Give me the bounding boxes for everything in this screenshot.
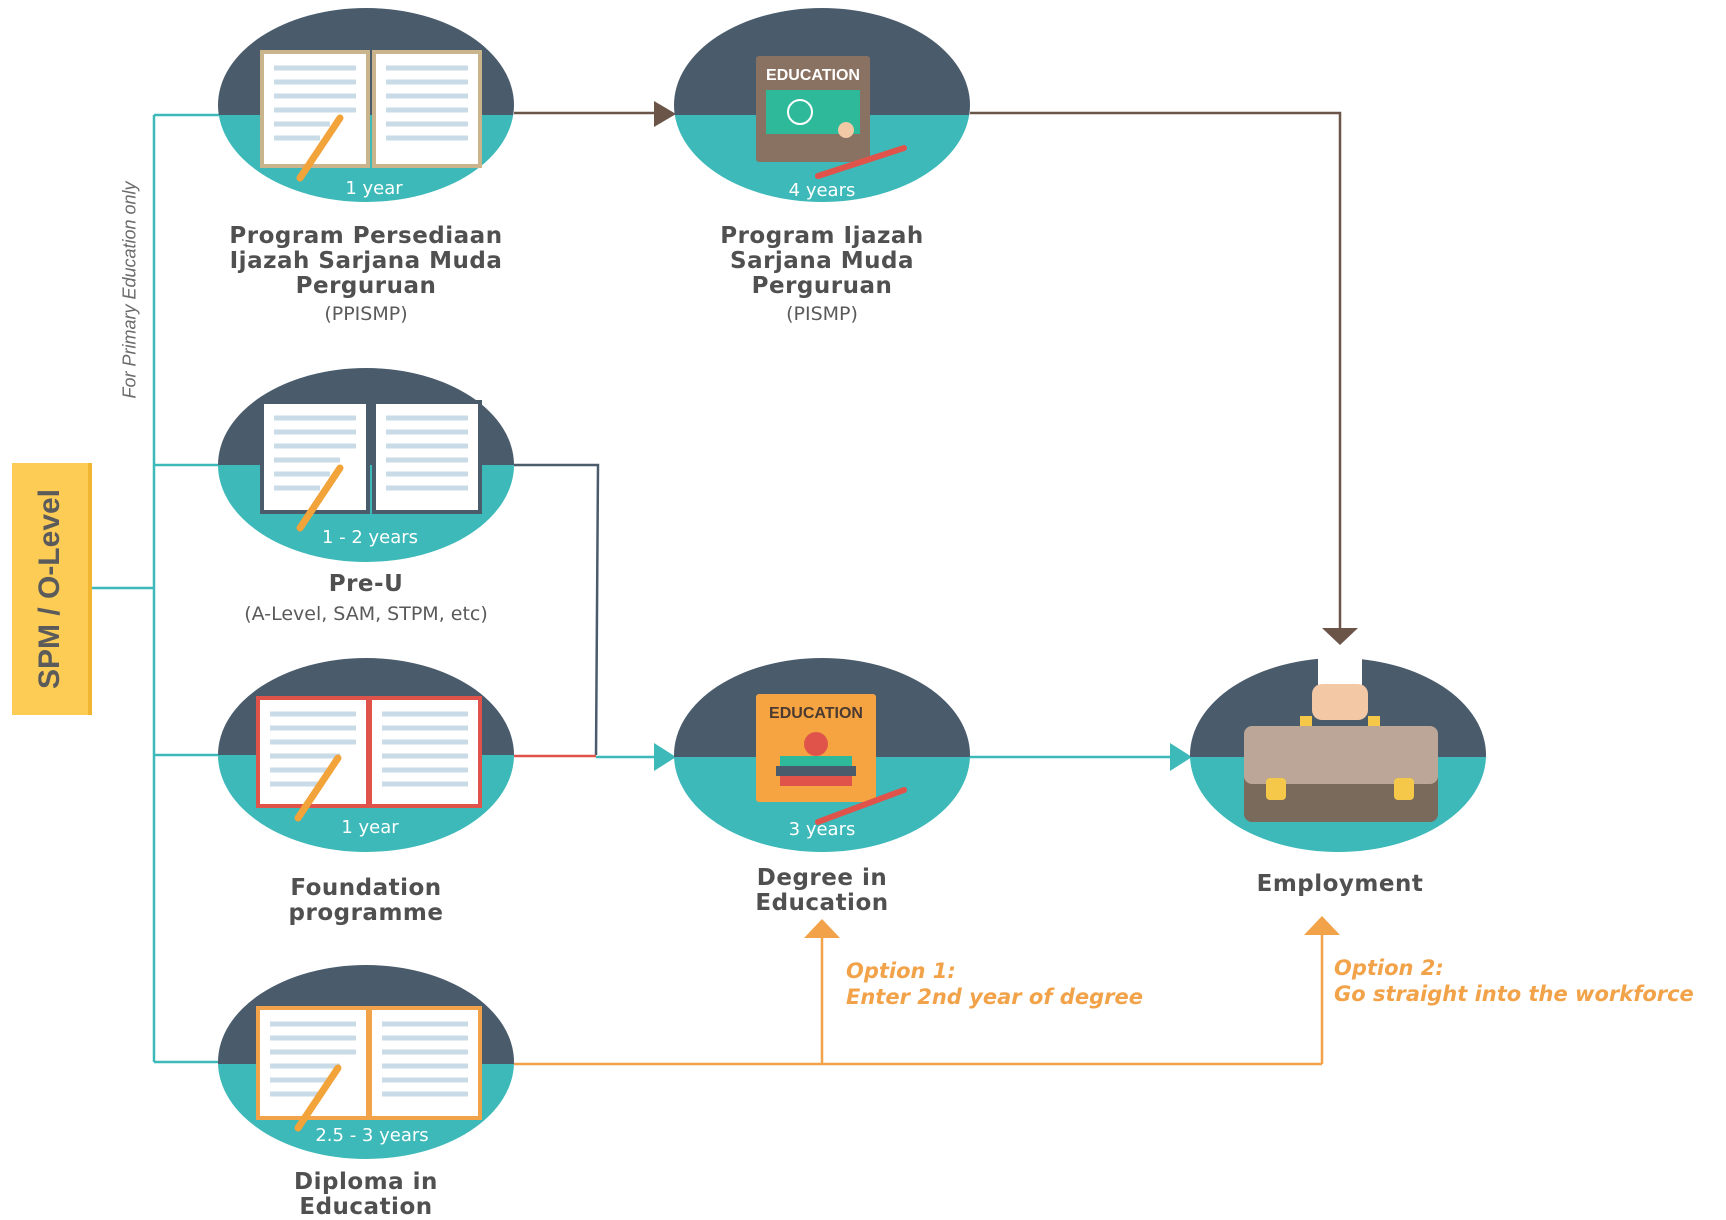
- arrow-to-pismp: [654, 101, 676, 127]
- employment-title: Employment: [1256, 871, 1424, 897]
- option1-arrowhead: [804, 919, 840, 938]
- pismp-book-cover-label: EDUCATION: [766, 67, 860, 84]
- side-note-label: For Primary Education only: [119, 181, 140, 399]
- node-foundation-label: Foundation programme: [196, 876, 536, 926]
- option1-description: Enter 2nd year of degree: [846, 985, 1143, 1009]
- education-book-icon: EDUCATION: [756, 56, 907, 179]
- diploma-title-line: Diploma in: [294, 1169, 438, 1195]
- arrow-to-employment-top: [1322, 628, 1358, 645]
- arrow-to-employment-left: [1170, 743, 1192, 771]
- node-degree-label: Degree in Education: [652, 866, 992, 916]
- node-preu-label: Pre-U (A-Level, SAM, STPM, etc): [196, 571, 536, 626]
- option2-arrowhead: [1304, 916, 1340, 935]
- node-pismp-label: Program Ijazah Sarjana Muda Perguruan (P…: [652, 223, 992, 326]
- education-book-icon: EDUCATION: [756, 694, 907, 825]
- arrowheads: [654, 101, 1358, 938]
- spm-olevel-box: SPM / O-Level: [12, 463, 92, 715]
- preu-to-degree-line: [514, 463, 600, 756]
- ppismp-title-line: Program Persediaan: [229, 223, 503, 249]
- ppismp-title-line: Perguruan: [295, 273, 437, 299]
- node-employment-label: Employment: [1170, 872, 1510, 897]
- open-book-icon: [260, 400, 482, 532]
- ppismp-subtitle: (PPISMP): [324, 303, 408, 325]
- open-book-icon: [256, 1006, 482, 1132]
- foundation-title-line: programme: [288, 900, 444, 926]
- pismp-to-employment-line: [970, 111, 1342, 628]
- option2-label: Option 2:: [1334, 956, 1444, 980]
- pismp-subtitle: (PISMP): [786, 303, 858, 325]
- foundation-title-line: Foundation: [290, 875, 442, 901]
- ppismp-title-line: Ijazah Sarjana Muda: [229, 248, 503, 274]
- diploma-title-line: Education: [299, 1194, 433, 1220]
- option2-text: Option 2: Go straight into the workforce: [1334, 955, 1694, 1007]
- option1-text: Option 1: Enter 2nd year of degree: [846, 958, 1143, 1010]
- briefcase-icon: [1244, 646, 1438, 822]
- duration-foundation: 1 year: [341, 817, 399, 838]
- option2-description: Go straight into the workforce: [1334, 982, 1694, 1006]
- duration-degree: 3 years: [788, 819, 856, 840]
- node-ppismp-label: Program Persediaan Ijazah Sarjana Muda P…: [196, 223, 536, 326]
- degree-book-cover-label: EDUCATION: [769, 705, 863, 722]
- open-book-icon: [256, 696, 482, 822]
- open-book-icon: [260, 50, 482, 182]
- degree-title-line: Education: [755, 890, 889, 916]
- duration-preu: 1 - 2 years: [321, 527, 419, 548]
- spm-olevel-label: SPM / O-Level: [33, 488, 66, 690]
- arrow-to-degree: [654, 743, 676, 771]
- preu-title: Pre-U: [328, 571, 404, 597]
- duration-ppismp: 1 year: [345, 178, 403, 199]
- pismp-title-line: Perguruan: [751, 273, 893, 299]
- duration-diploma: 2.5 - 3 years: [315, 1125, 429, 1146]
- pismp-title-line: Sarjana Muda: [730, 248, 914, 274]
- connectors: [92, 111, 1342, 1066]
- node-diploma-label: Diploma in Education: [196, 1170, 536, 1220]
- option1-label: Option 1:: [846, 959, 956, 983]
- pismp-title-line: Program Ijazah: [720, 223, 924, 249]
- duration-pismp: 4 years: [788, 180, 856, 201]
- preu-subtitle: (A-Level, SAM, STPM, etc): [244, 603, 488, 625]
- degree-title-line: Degree in: [756, 865, 888, 891]
